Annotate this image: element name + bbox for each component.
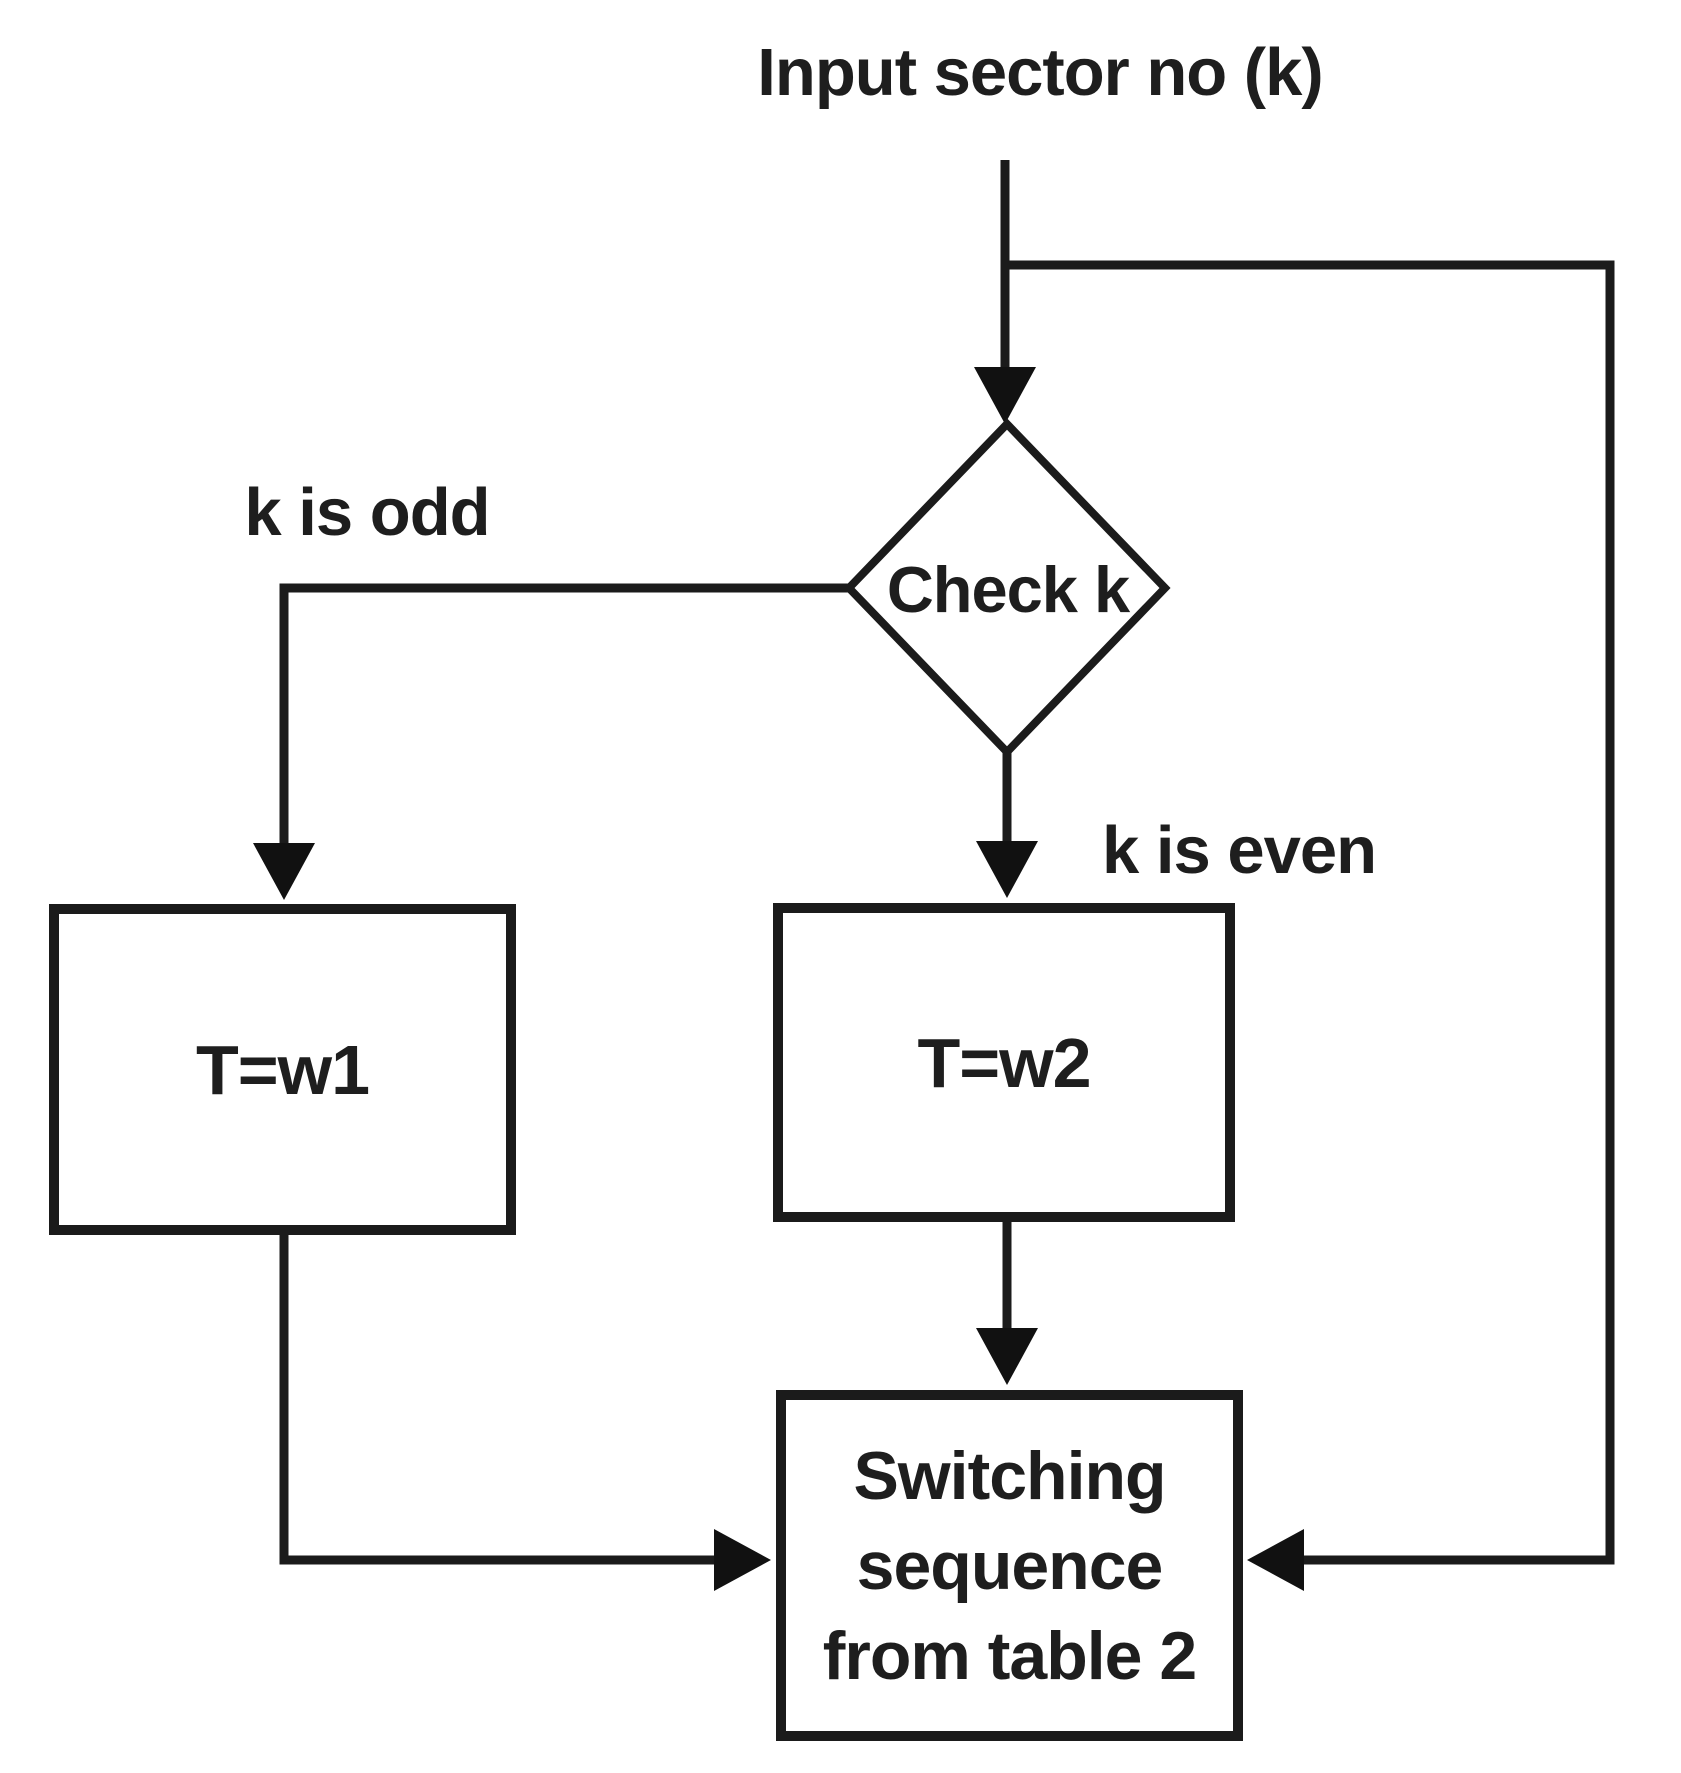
- arrowhead-into-t-w2: [976, 841, 1038, 898]
- edge-t-w1-to-output: [279, 1235, 716, 1565]
- node-switching-line-3: from table 2: [822, 1617, 1197, 1694]
- arrowhead-t-w1-into-output: [714, 1529, 771, 1591]
- arrowhead-loop-into-output: [1247, 1529, 1304, 1591]
- arrowhead-t-w2-into-output: [976, 1328, 1038, 1385]
- branch-label-even: k is even: [1101, 813, 1377, 888]
- node-switching-sequence: Switching sequence from table 2: [776, 1390, 1243, 1741]
- decision-check-k-label: Check k: [886, 552, 1130, 626]
- node-t-w1-label: T=w1: [195, 1030, 370, 1109]
- edge-odd-branch: [279, 583, 849, 846]
- node-t-w1: T=w1: [49, 904, 516, 1235]
- node-t-w2: T=w2: [773, 903, 1235, 1222]
- node-switching-line-1: Switching: [853, 1437, 1166, 1514]
- node-switching-line-2: sequence: [856, 1527, 1164, 1604]
- edge-input-feedback-loop: [1005, 260, 1615, 1565]
- arrowhead-into-decision: [974, 367, 1036, 424]
- arrowhead-into-t-w1: [253, 843, 315, 900]
- node-t-w2-label: T=w2: [917, 1023, 1091, 1102]
- branch-label-odd: k is odd: [244, 475, 490, 550]
- start-label: Input sector no (k): [757, 35, 1323, 110]
